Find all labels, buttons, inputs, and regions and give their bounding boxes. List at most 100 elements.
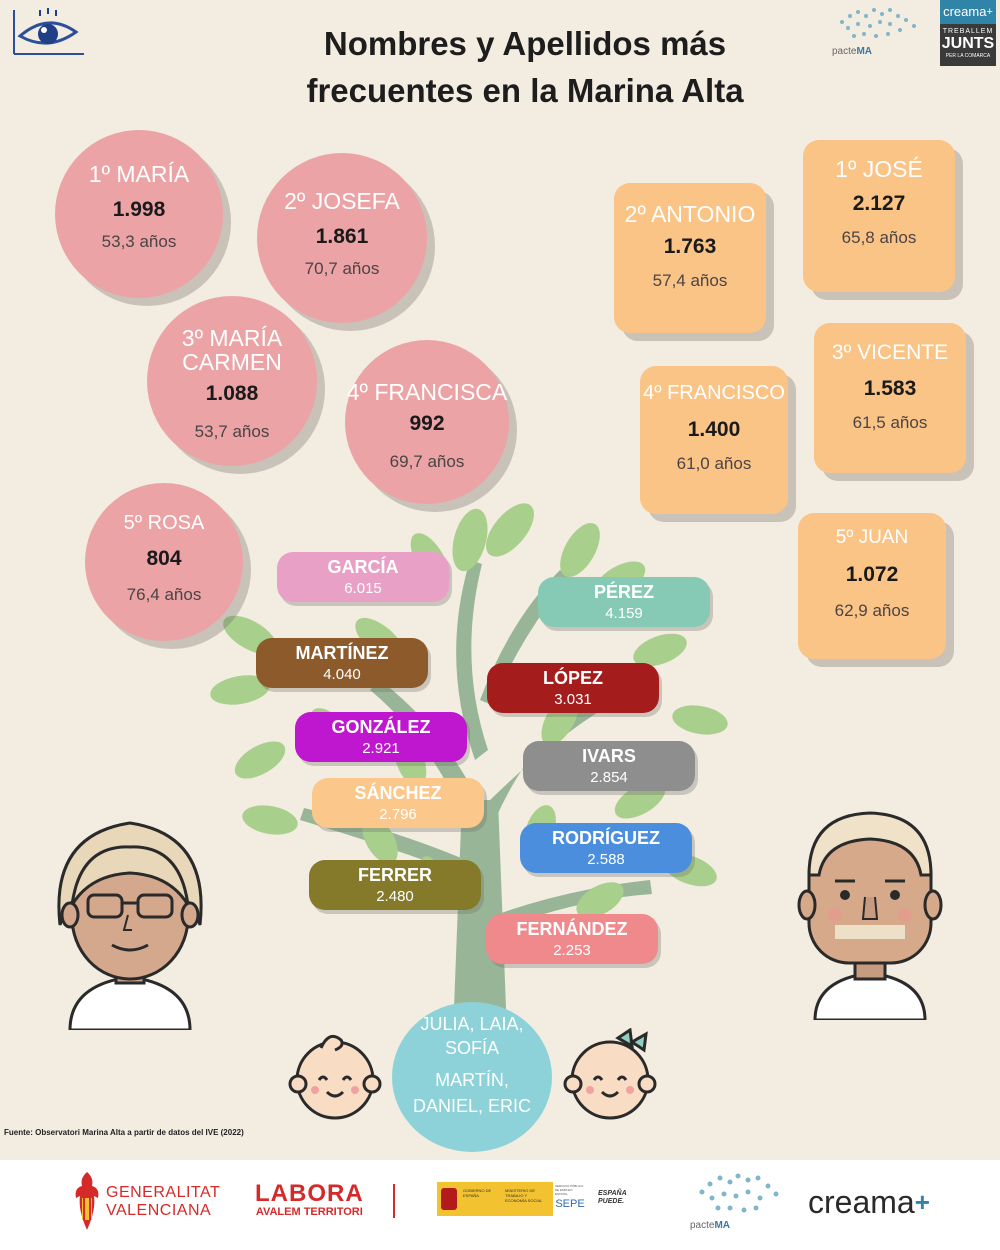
female-name-3-label-line-2: CARMEN — [182, 349, 282, 375]
title-line-2: frecuentes en la Marina Alta — [306, 72, 744, 109]
male-name-3-age: 61,5 años — [852, 413, 928, 432]
female-name-1-count: 1.998 — [112, 198, 166, 221]
pacte-text: pacte — [832, 46, 857, 57]
male-name-1-label: 1º JOSÉ — [835, 156, 923, 182]
labora-text: LABORA — [255, 1180, 364, 1207]
male-name-4: 4º FRANCISCO 1.400 61,0 años — [640, 366, 788, 514]
surname-3-label: MARTÍNEZ — [295, 643, 389, 663]
male-name-5-label: 5º JUAN — [835, 527, 909, 548]
male-name-1: 1º JOSÉ 2.127 65,8 años — [803, 140, 955, 292]
male-name-1-count: 2.127 — [852, 192, 906, 215]
grandmother-icon — [40, 815, 220, 1032]
male-name-2-count: 1.763 — [663, 235, 717, 258]
surname-pill-10: FERNÁNDEZ 2.253 — [486, 914, 658, 964]
surname-pill-8: RODRÍGUEZ 2.588 — [520, 823, 692, 873]
page-title: Nombres y Apellidos más frecuentes en la… — [250, 20, 800, 114]
surname-2-count: 4.159 — [605, 605, 643, 622]
surname-7-count: 2.796 — [379, 806, 417, 823]
surname-10-count: 2.253 — [553, 942, 591, 959]
female-name-1-label: 1º MARÍA — [88, 161, 190, 187]
treballem-text: TREBALLEM — [942, 28, 994, 35]
surname-5-label: GONZÁLEZ — [331, 717, 431, 737]
spain-shield-icon — [441, 1188, 457, 1210]
gobierno-text: GOBIERNO DE ESPAÑA — [463, 1188, 492, 1198]
espana-puede-text: ESPAÑA PUEDE. — [598, 1190, 627, 1205]
creama-badge-text: creama — [943, 4, 987, 19]
male-name-1-age: 65,8 años — [841, 228, 917, 247]
surname-pill-4: LÓPEZ 3.031 — [487, 663, 659, 713]
gv-line-1: GENERALITAT — [106, 1184, 221, 1201]
female-name-3: 3º MARÍA CARMEN 1.088 53,7 años — [147, 296, 317, 466]
male-name-2-age: 57,4 años — [652, 271, 728, 290]
female-name-4-label: 4º FRANCISCA — [346, 379, 508, 405]
female-name-4-age: 69,7 años — [389, 452, 465, 471]
footer-pacte-text: pacte — [690, 1220, 715, 1231]
baby-girls-line-1: JULIA, LAIA, — [420, 1014, 524, 1034]
eye-logo-icon — [10, 8, 86, 56]
female-name-3-label-line-1: 3º MARÍA — [181, 325, 283, 351]
male-name-5-age: 62,9 años — [834, 601, 910, 620]
male-name-5-count: 1.072 — [845, 563, 899, 586]
surname-pill-6: IVARS 2.854 — [523, 741, 695, 791]
surname-4-label: LÓPEZ — [542, 668, 603, 688]
male-name-3-count: 1.583 — [863, 377, 917, 400]
female-name-2: 2º JOSEFA 1.861 70,7 años — [257, 153, 427, 323]
surname-pill-3: MARTÍNEZ 4.040 — [256, 638, 428, 688]
surname-10-label: FERNÁNDEZ — [516, 919, 628, 939]
male-name-4-label: 4º FRANCISCO — [643, 382, 785, 404]
male-name-2-label: 2º ANTONIO — [624, 201, 756, 227]
espana-puede-logo: ESPAÑA PUEDE. — [598, 1190, 644, 1206]
footer-logos: GENERALITAT VALENCIANA LABORA AVALEM TER… — [0, 1160, 1000, 1250]
female-name-4-count: 992 — [409, 412, 445, 435]
infographic-canvas: Nombres y Apellidos más frecuentes en la… — [0, 0, 1000, 1160]
surname-4-count: 3.031 — [554, 691, 592, 708]
surname-pill-1: GARCÍA 6.015 — [277, 552, 449, 602]
surname-6-label: IVARS — [582, 746, 636, 766]
grandfather-icon — [795, 805, 945, 1022]
source-note: Fuente: Observatori Marina Alta a partir… — [4, 1128, 244, 1137]
per-la-comarca-text: PER LA COMARCA — [945, 53, 991, 59]
surname-6-count: 2.854 — [590, 769, 628, 786]
male-name-3: 3º VICENTE 1.583 61,5 años — [814, 323, 966, 473]
footer-pacte-ma-text: MA — [714, 1220, 731, 1231]
male-name-4-age: 61,0 años — [676, 454, 752, 473]
surname-pill-5: GONZÁLEZ 2.921 — [295, 712, 467, 762]
female-name-2-age: 70,7 años — [304, 259, 380, 278]
gv-text: GENERALITAT VALENCIANA — [106, 1184, 220, 1220]
male-name-2: 2º ANTONIO 1.763 57,4 años — [614, 183, 766, 333]
pacte-ma-text: MA — [856, 46, 873, 57]
surname-5-count: 2.921 — [362, 740, 400, 757]
baby-boys-line-1: MARTÍN, — [435, 1070, 509, 1090]
surname-1-count: 6.015 — [344, 580, 382, 597]
baby-boys-line-2: DANIEL, ERIC — [412, 1096, 532, 1116]
baby-names-circle: JULIA, LAIA, SOFÍA MARTÍN, DANIEL, ERIC — [392, 1002, 552, 1152]
surname-7-label: SÁNCHEZ — [354, 783, 442, 803]
male-name-5: 5º JUAN 1.072 62,9 años — [798, 513, 946, 659]
footer-creama-text: creama — [808, 1184, 915, 1220]
gv-line-2: VALENCIANA — [106, 1202, 212, 1219]
creama-badge-plus: + — [986, 6, 993, 18]
baby-girl-icon — [560, 1027, 660, 1120]
surname-pill-9: FERRER 2.480 — [309, 860, 481, 910]
male-name-4-count: 1.400 — [687, 418, 741, 441]
female-name-5-label: 5º ROSA — [123, 512, 205, 534]
female-name-1: 1º MARÍA 1.998 53,3 años — [55, 130, 223, 298]
surname-1-label: GARCÍA — [327, 557, 399, 577]
gobierno-logo: GOBIERNO DE ESPAÑA MINISTERIO DE TRABAJO… — [437, 1182, 587, 1216]
surname-9-label: FERRER — [357, 865, 432, 885]
labora-sub: AVALEM TERRITORI — [255, 1206, 363, 1218]
female-name-2-count: 1.861 — [315, 225, 369, 248]
female-name-5: 5º ROSA 804 76,4 años — [85, 483, 243, 641]
surname-8-count: 2.588 — [587, 851, 625, 868]
title-line-1: Nombres y Apellidos más — [323, 25, 727, 62]
surname-pill-2: PÉREZ 4.159 — [538, 577, 710, 627]
footer-creama-plus: + — [914, 1187, 930, 1217]
junts-text: JUNTS — [941, 35, 995, 52]
labora-logo: LABORA AVALEM TERRITORI — [255, 1180, 364, 1219]
ministerio-text: MINISTERIO DE TRABAJO Y ECONOMÍA SOCIAL — [505, 1188, 543, 1203]
footer-pacte-logo: pacteMA — [690, 1168, 790, 1238]
baby-boy-icon — [285, 1028, 385, 1120]
sepe-top-text: SERVICIO PÚBLICO DE EMPLEO ESTATAL — [555, 1184, 584, 1196]
female-name-4: 4º FRANCISCA 992 69,7 años — [345, 340, 509, 504]
baby-girls-line-2: SOFÍA — [444, 1038, 499, 1058]
